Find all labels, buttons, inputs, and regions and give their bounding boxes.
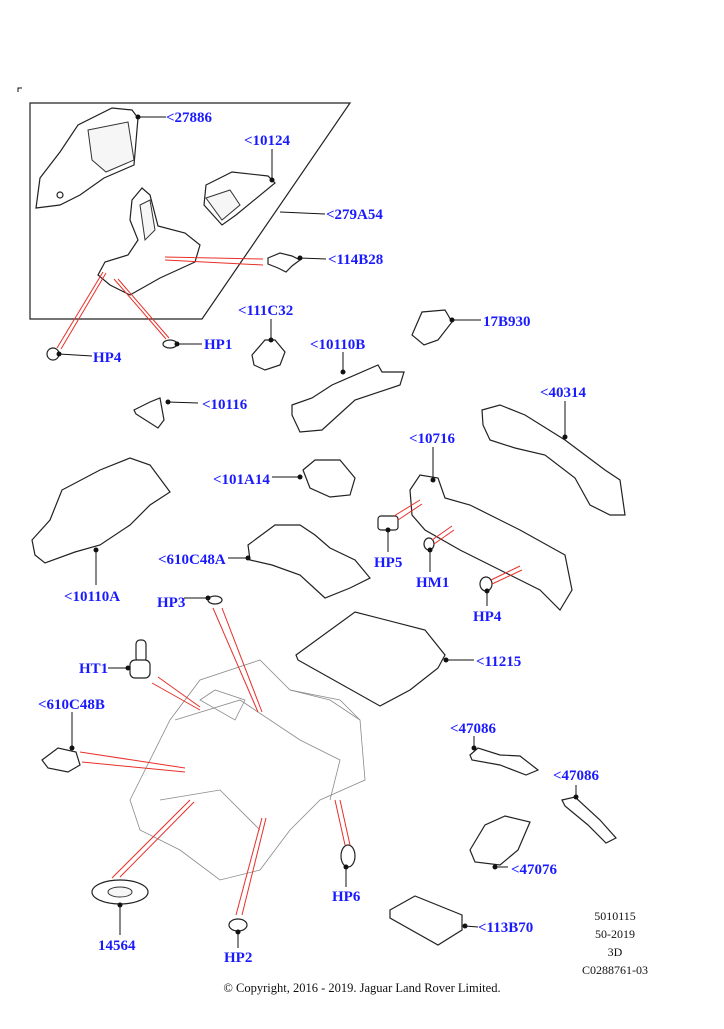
callout-10124[interactable]: <10124 <box>244 133 291 149</box>
leader-lines <box>56 114 579 948</box>
part-610C48A[interactable] <box>247 524 371 599</box>
group-frame-279A54 <box>29 102 352 320</box>
callout-HP3[interactable]: HP3 <box>157 595 186 611</box>
reference-line-4: C0288761-03 <box>582 963 648 977</box>
part-47076[interactable] <box>469 815 531 866</box>
callout-47086-a[interactable]: <47086 <box>450 721 497 737</box>
callout-40314[interactable]: <40314 <box>540 385 587 401</box>
part-111C32[interactable] <box>251 339 286 371</box>
callout-14564[interactable]: 14564 <box>98 938 136 954</box>
callout-HP6[interactable]: HP6 <box>332 889 361 905</box>
part-610C48B[interactable] <box>41 747 81 773</box>
plug-HP6[interactable] <box>340 844 356 868</box>
body-shell <box>129 659 366 881</box>
callout-27886[interactable]: <27886 <box>166 110 213 126</box>
reference-line-3: 3D <box>607 945 623 959</box>
part-113B70[interactable] <box>389 895 463 946</box>
callout-HP2[interactable]: HP2 <box>224 950 253 966</box>
part-10110A[interactable] <box>31 457 171 564</box>
callout-HP1[interactable]: HP1 <box>204 337 233 353</box>
part-47086-b[interactable] <box>561 796 617 844</box>
callout-HP4-right[interactable]: HP4 <box>473 609 502 625</box>
callout-HP5[interactable]: HP5 <box>374 555 403 571</box>
part-101A14[interactable] <box>302 459 356 498</box>
callout-10716[interactable]: <10716 <box>409 431 456 447</box>
part-279A54[interactable] <box>97 187 201 296</box>
callout-47076[interactable]: <47076 <box>511 862 558 878</box>
part-11215[interactable] <box>295 611 446 707</box>
part-114B28[interactable] <box>267 252 302 273</box>
callout-279A54[interactable]: <279A54 <box>326 207 383 223</box>
part-10124[interactable] <box>203 171 276 226</box>
callout-113B70[interactable]: <113B70 <box>478 920 534 936</box>
callout-11215[interactable]: <11215 <box>476 654 522 670</box>
callout-HP4-top[interactable]: HP4 <box>93 350 122 366</box>
callout-10110A[interactable]: <10110A <box>64 589 121 605</box>
callout-610C48A[interactable]: <610C48A <box>158 552 226 568</box>
callout-HT1[interactable]: HT1 <box>79 661 109 677</box>
part-27886[interactable] <box>35 107 139 209</box>
corner-mark <box>17 87 22 92</box>
reference-block: 5010115 50-2019 3D C0288761-03 <box>560 907 670 979</box>
part-10110B[interactable] <box>291 364 405 433</box>
part-14564[interactable] <box>91 879 149 905</box>
reference-line-2: 50-2019 <box>595 927 635 941</box>
callout-17B930[interactable]: 17B930 <box>483 314 531 330</box>
part-47086-a[interactable] <box>469 747 540 776</box>
plug-HP2[interactable] <box>228 918 248 932</box>
part-10116[interactable] <box>133 397 165 429</box>
copyright-notice: © Copyright, 2016 - 2019. Jaguar Land Ro… <box>223 981 501 995</box>
callout-610C48B[interactable]: <610C48B <box>38 697 105 713</box>
callout-114B28[interactable]: <114B28 <box>328 252 384 268</box>
callout-10116[interactable]: <10116 <box>202 397 248 413</box>
callout-47086-b[interactable]: <47086 <box>553 768 600 784</box>
part-40314[interactable] <box>481 404 626 516</box>
reference-line-1: 5010115 <box>594 909 636 923</box>
callout-HM1[interactable]: HM1 <box>416 575 450 591</box>
red-leader-lines <box>56 256 523 916</box>
callout-111C32[interactable]: <111C32 <box>238 303 294 319</box>
callout-101A14[interactable]: <101A14 <box>213 472 270 488</box>
callout-10110B[interactable]: <10110B <box>310 337 366 353</box>
part-17B930[interactable] <box>411 309 453 346</box>
stud-HT1[interactable] <box>129 639 151 679</box>
